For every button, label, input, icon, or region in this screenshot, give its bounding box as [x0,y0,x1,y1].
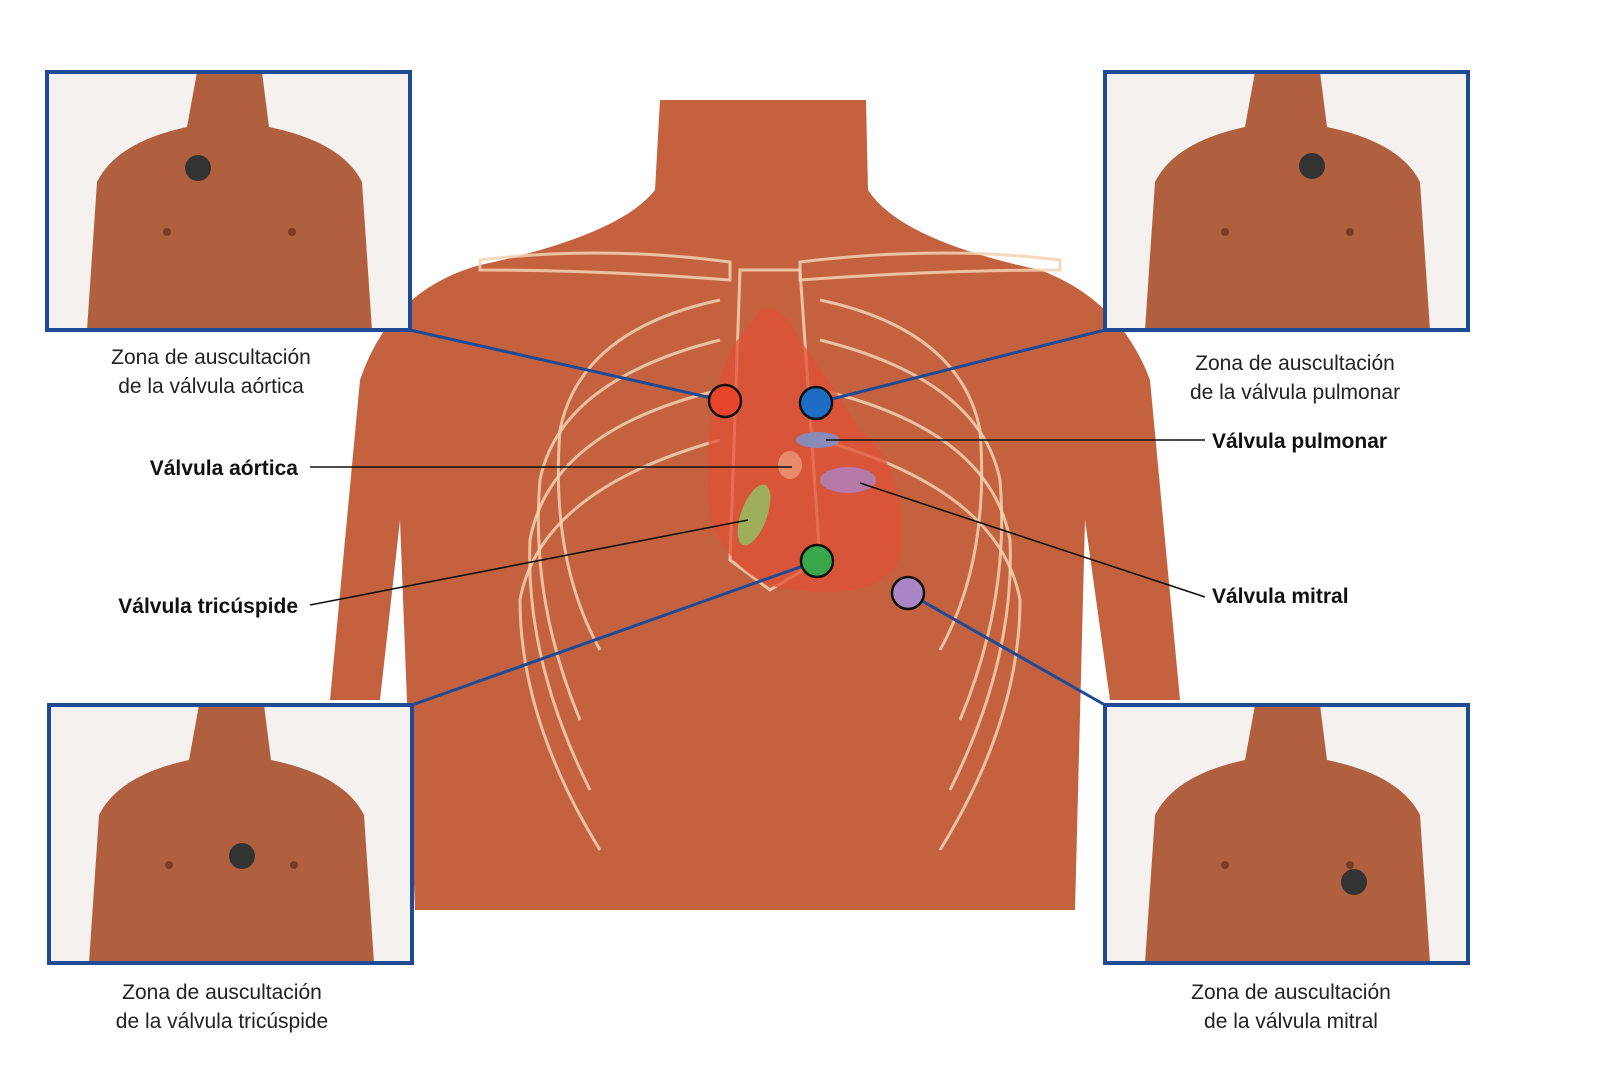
label-mitral-valve: Válvula mitral [1212,585,1349,608]
caption-tricuspid-line2: de la válvula tricúspide [116,1010,328,1033]
aortic-auscultation-point [707,383,743,419]
label-aortic-valve: Válvula aórtica [150,457,299,480]
caption-mitral-line2: de la válvula mitral [1204,1010,1378,1033]
stethoscope-icon [229,843,255,869]
stethoscope-icon [185,155,211,181]
mitral-auscultation-point [890,575,926,611]
label-leaders [309,439,1206,606]
panel-connectors [409,328,1106,707]
stethoscope-icon [1341,869,1367,895]
label-tricuspid-valve: Válvula tricúspide [118,595,298,618]
torso-illustration [330,100,1180,910]
label-pulmonary-valve: Válvula pulmonar [1212,430,1387,453]
tricuspid-auscultation-point [799,543,835,579]
pulmonary-auscultation-point [798,385,834,421]
caption-pulmonary-line2: de la válvula pulmonar [1190,381,1400,404]
panel-pulmonary [1103,70,1470,332]
panel-frame [47,703,414,965]
caption-aortic-line1: Zona de auscultación [111,346,311,369]
panel-tricuspid [47,703,414,965]
caption-mitral-line1: Zona de auscultación [1191,981,1391,1004]
panel-frame [45,70,412,332]
caption-pulmonary-line1: Zona de auscultación [1195,352,1395,375]
mitral-valve-shape [820,467,876,493]
panel-aortic [45,70,412,332]
caption-tricuspid-line1: Zona de auscultación [122,981,322,1004]
panel-frame [1103,70,1470,332]
panel-frame [1103,703,1470,965]
pulmonary-valve-shape [796,432,840,448]
caption-aortic-line2: de la válvula aórtica [118,375,304,398]
aortic-valve-shape [778,451,802,479]
stethoscope-icon [1299,153,1325,179]
tricuspid-valve-shape [737,484,771,546]
panel-mitral [1103,703,1470,965]
